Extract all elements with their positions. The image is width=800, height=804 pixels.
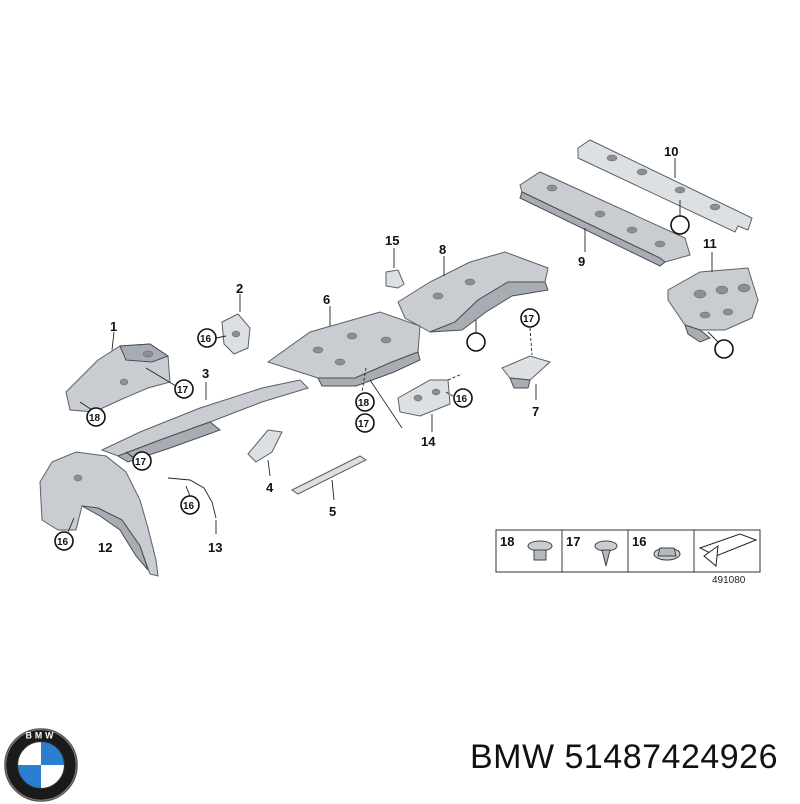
part-number-text: BMW 51487424926 — [469, 738, 778, 776]
bmw-logo-icon: BMW — [4, 728, 78, 802]
bmw-logo-letters: BMW — [26, 731, 57, 741]
part-12 — [39, 451, 159, 577]
fastener-legend: 18 17 16 491080 — [495, 529, 761, 586]
fastener-ref-17: 17 — [135, 457, 147, 468]
part-9 — [519, 171, 691, 267]
document-number: 491080 — [712, 575, 746, 586]
legend-label-16: 16 — [632, 534, 646, 549]
fastener-ref-17: 17 — [177, 385, 189, 396]
part-15 — [385, 269, 405, 289]
callout-2: 2 — [236, 281, 243, 296]
direction-arrow-icon — [698, 533, 758, 567]
fastener-ref-16: 16 — [57, 537, 69, 548]
screw-17-icon — [594, 540, 618, 567]
part-11 — [667, 267, 759, 343]
callout-8: 8 — [439, 242, 446, 257]
callout-6: 6 — [323, 292, 330, 307]
part-7 — [501, 355, 551, 389]
callout-14: 14 — [421, 434, 436, 449]
callout-9: 9 — [578, 254, 585, 269]
part-6 — [266, 311, 421, 387]
callout-10: 10 — [664, 144, 678, 159]
rivet-18-icon — [527, 540, 553, 561]
fastener-ref-16: 16 — [183, 501, 195, 512]
part-10 — [577, 139, 753, 233]
fastener-ref-16: 16 — [200, 334, 212, 345]
fastener-ref-18: 18 — [89, 413, 101, 424]
part-number-caption: BMW 51487424926 — [0, 736, 800, 786]
part-2 — [221, 313, 251, 355]
callout-3: 3 — [202, 366, 209, 381]
callout-12: 12 — [98, 540, 112, 555]
legend-label-17: 17 — [566, 534, 580, 549]
fastener-ref-17: 17 — [358, 419, 370, 430]
callout-5: 5 — [329, 504, 336, 519]
part-8 — [397, 251, 549, 333]
part-4 — [247, 429, 283, 463]
callout-11: 11 — [703, 236, 717, 251]
nut-16-icon — [653, 547, 681, 561]
part-5 — [291, 455, 367, 495]
part-14 — [397, 379, 451, 417]
callout-4: 4 — [266, 480, 274, 495]
part-1 — [65, 343, 171, 413]
part-13 — [167, 477, 217, 519]
fastener-ref-16: 16 — [456, 394, 468, 405]
callout-7: 7 — [532, 404, 539, 419]
fastener-ref-17: 17 — [523, 314, 535, 325]
legend-label-18: 18 — [500, 534, 514, 549]
callout-1: 1 — [110, 319, 117, 334]
callout-13: 13 — [208, 540, 222, 555]
callout-15: 15 — [385, 233, 399, 248]
fastener-ref-18: 18 — [358, 398, 370, 409]
